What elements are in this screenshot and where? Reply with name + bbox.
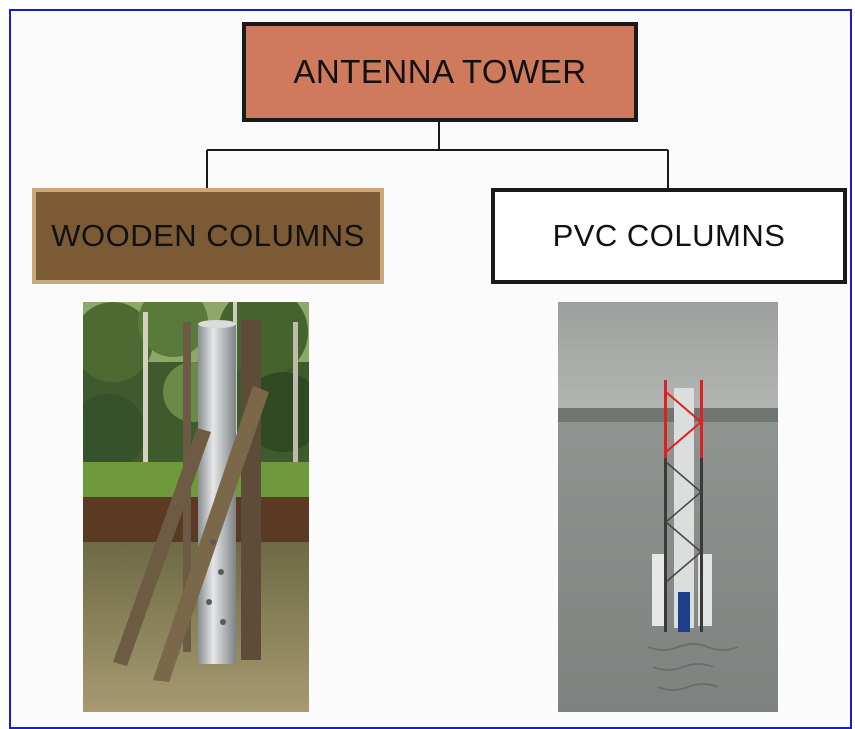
node-antenna-tower: ANTENNA TOWER bbox=[242, 22, 638, 122]
node-pvc-columns-label: PVC COLUMNS bbox=[552, 218, 786, 253]
tree-connectors bbox=[206, 122, 669, 188]
photo-pvc-columns bbox=[558, 302, 778, 712]
node-pvc-columns: PVC COLUMNS bbox=[491, 188, 847, 284]
node-antenna-tower-label: ANTENNA TOWER bbox=[293, 53, 587, 90]
photo-wooden-columns bbox=[83, 302, 309, 712]
node-wooden-columns: WOODEN COLUMNS bbox=[32, 188, 384, 284]
node-wooden-columns-label: WOODEN COLUMNS bbox=[51, 218, 365, 253]
